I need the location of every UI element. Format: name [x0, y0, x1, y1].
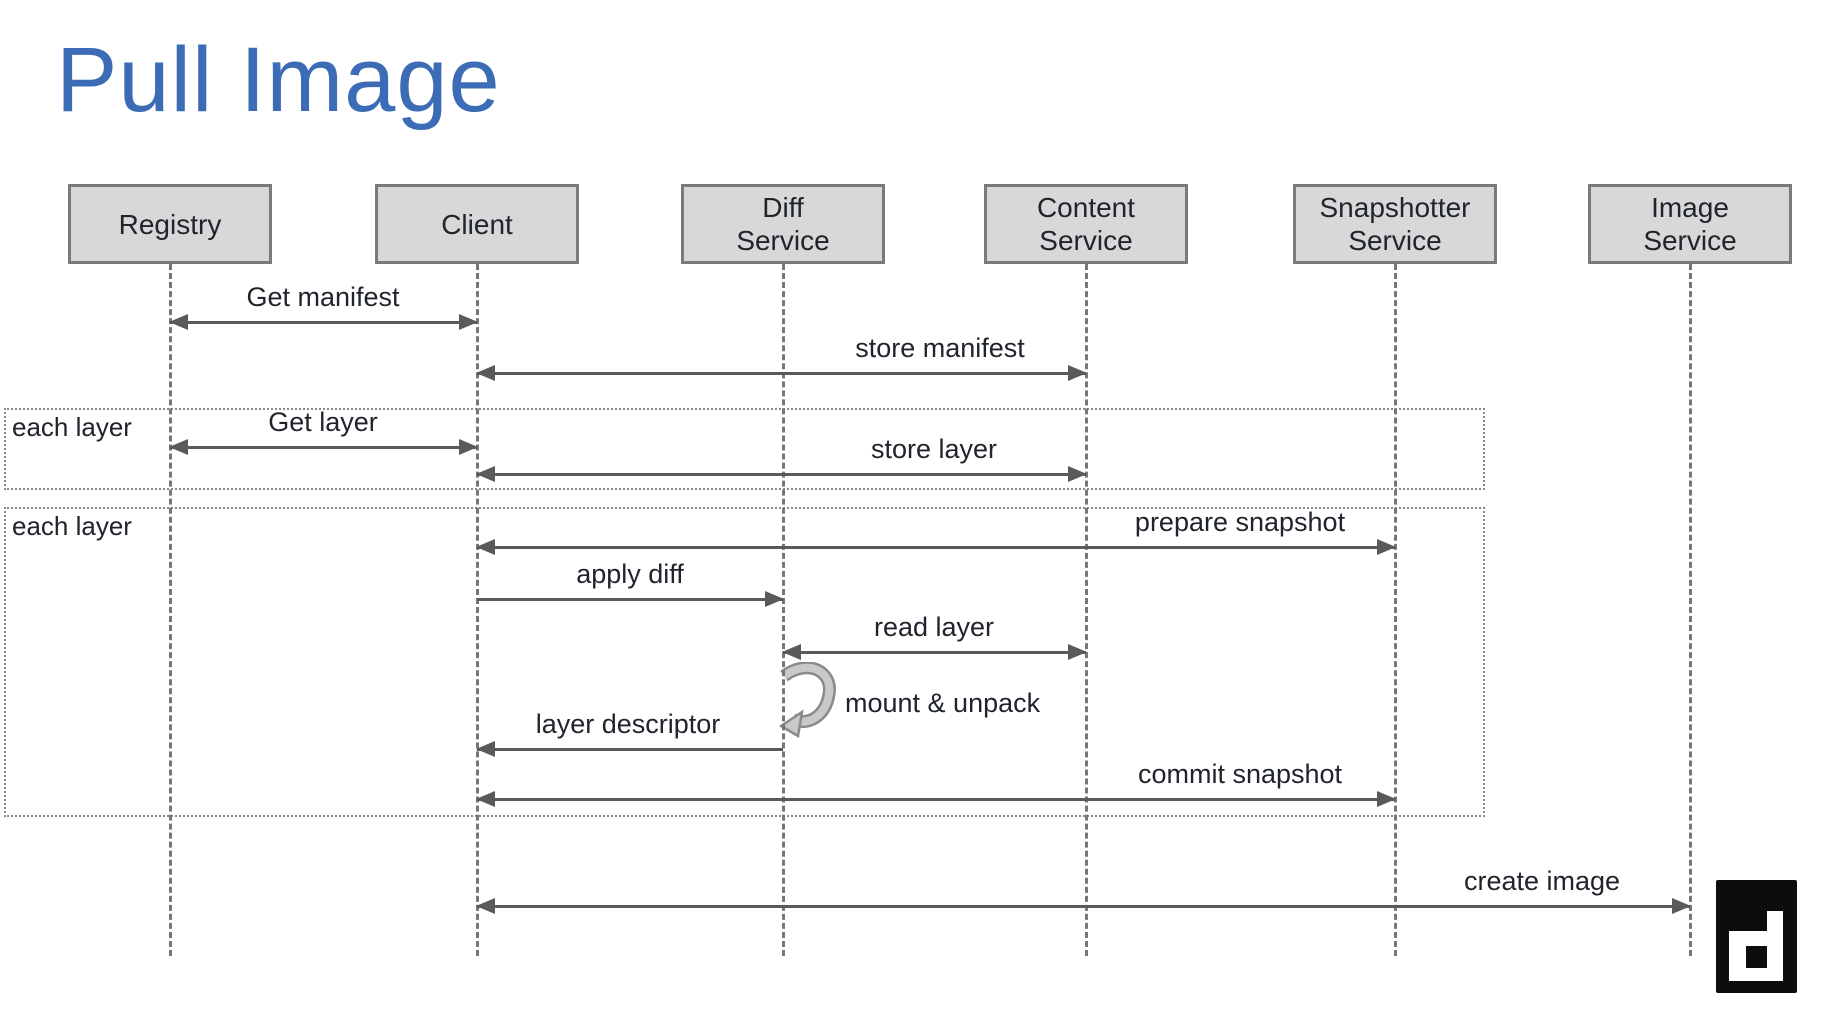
frame-label-each-layer-1: each layer: [12, 412, 132, 442]
message-arrow-create_image: [476, 898, 1691, 914]
arrowhead-left-icon: [476, 539, 495, 555]
message-arrow-commit_snapshot: [476, 791, 1396, 807]
lifeline-image: [1689, 264, 1692, 956]
actor-box-image: Image Service: [1588, 184, 1792, 264]
message-label-get_layer: Get layer: [268, 407, 378, 437]
arrowhead-right-icon: [1377, 539, 1396, 555]
lifeline-content: [1085, 264, 1088, 956]
logo-d-counter: [1746, 946, 1767, 968]
message-arrow-read_layer: [782, 644, 1087, 660]
actor-label-snapshotter: Snapshotter Service: [1319, 192, 1471, 256]
self-loop-arrow-icon: [779, 662, 836, 738]
arrowhead-left-icon: [169, 314, 188, 330]
actor-box-diff: Diff Service: [681, 184, 885, 264]
lifeline-snapshotter: [1394, 264, 1397, 956]
page-title: Pull Image: [56, 29, 501, 131]
message-label-apply_diff: apply diff: [576, 559, 684, 589]
actor-label-image: Image Service: [1643, 192, 1737, 256]
message-label-prepare_snapshot: prepare snapshot: [1134, 507, 1346, 537]
message-label-store_manifest: store manifest: [855, 333, 1025, 363]
arrowhead-right-icon: [459, 439, 478, 455]
actor-label-content: Content Service: [1036, 192, 1136, 256]
message-arrow-apply_diff: [477, 591, 784, 607]
lifeline-diff: [782, 264, 785, 956]
arrowhead-right-icon: [1068, 644, 1087, 660]
each-layer-frame-1: each layer: [4, 408, 1485, 490]
arrowhead-right-icon: [1672, 898, 1691, 914]
actor-label-diff: Diff Service: [736, 192, 830, 256]
actor-label-registry: Registry: [118, 208, 222, 240]
actor-box-registry: Registry: [68, 184, 272, 264]
message-label-store_layer: store layer: [870, 434, 998, 464]
actor-label-client: Client: [441, 208, 513, 240]
message-label-layer_descriptor: layer descriptor: [535, 709, 721, 739]
message-label-get_manifest: Get manifest: [246, 282, 400, 312]
arrowhead-right-icon: [1377, 791, 1396, 807]
arrowhead-right-icon: [1068, 365, 1087, 381]
each-layer-frame-2: each layer: [4, 507, 1485, 817]
actor-box-client: Client: [375, 184, 579, 264]
arrowhead-left-icon: [476, 466, 495, 482]
message-label-read_layer: read layer: [873, 612, 995, 642]
message-label-mount-unpack: mount & unpack: [845, 688, 1041, 718]
actor-box-snapshotter: Snapshotter Service: [1293, 184, 1497, 264]
arrowhead-left-icon: [476, 791, 495, 807]
containerd-logo-icon: [1716, 880, 1797, 993]
arrowhead-left-icon: [476, 741, 495, 757]
lifeline-registry: [169, 264, 172, 956]
message-arrow-get_layer: [169, 439, 478, 455]
message-label-commit_snapshot: commit snapshot: [1137, 759, 1343, 789]
arrowhead-right-icon: [459, 314, 478, 330]
message-arrow-layer_descriptor: [476, 741, 783, 757]
message-arrow-get_manifest: [169, 314, 478, 330]
arrowhead-right-icon: [765, 591, 784, 607]
arrowhead-left-icon: [169, 439, 188, 455]
message-arrow-prepare_snapshot: [476, 539, 1396, 555]
lifeline-client: [476, 264, 479, 956]
message-label-create_image: create image: [1463, 866, 1621, 896]
frame-label-each-layer-2: each layer: [12, 511, 132, 541]
arrowhead-left-icon: [476, 365, 495, 381]
arrowhead-left-icon: [476, 898, 495, 914]
arrowhead-right-icon: [1068, 466, 1087, 482]
message-arrow-store_layer: [476, 466, 1087, 482]
message-arrow-store_manifest: [476, 365, 1087, 381]
actor-box-content: Content Service: [984, 184, 1188, 264]
arrowhead-left-icon: [782, 644, 801, 660]
